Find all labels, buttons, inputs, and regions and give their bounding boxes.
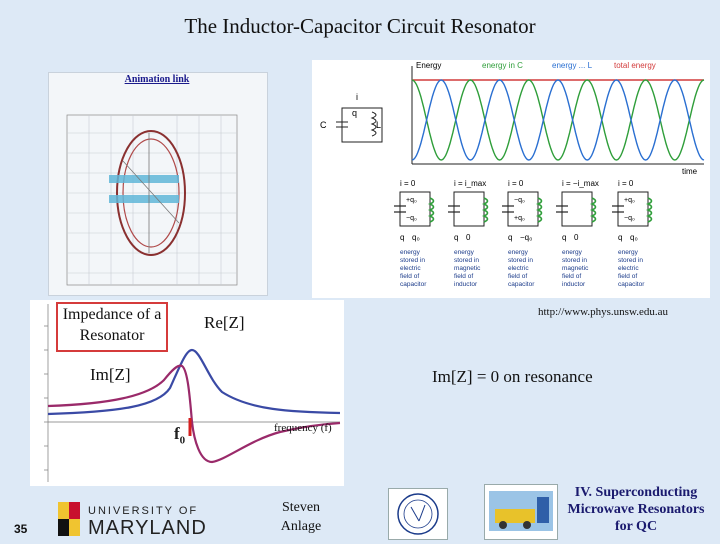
state-energy-text: inductor (454, 281, 478, 288)
state-energy-text: field of (454, 273, 473, 280)
re-z-curve (47, 348, 341, 416)
svg-text:UNIVERSITY OF: UNIVERSITY OF (88, 505, 198, 517)
impedance-plot (44, 304, 341, 482)
state-current-label: i = i_max (454, 179, 486, 188)
state-energy-text: field of (618, 273, 637, 280)
state-energy-text: energy (400, 249, 421, 256)
state-energy-text: capacitor (618, 281, 645, 288)
state-circuit (617, 191, 649, 227)
lc-energy-diagram: i C L q Energy energy in C energy ... L … (320, 61, 705, 288)
state-circuit (453, 191, 485, 227)
state-current-label: i = −i_max (562, 179, 599, 188)
state-q-label: q (454, 233, 458, 242)
legend-energy-l: energy ... L (552, 61, 593, 70)
state-energy-text: energy (508, 249, 529, 256)
state-energy-text: field of (562, 273, 581, 280)
impedance-box-label: Impedance of a Resonator (56, 302, 168, 352)
state-circuit (561, 191, 593, 227)
state-q-value: 0 (574, 233, 579, 242)
legend-total: total energy (614, 61, 656, 70)
state-inductor (427, 197, 435, 223)
state-q-value: 0 (466, 233, 471, 242)
source-url[interactable]: http://www.phys.unsw.edu.au (538, 306, 668, 318)
energy-axis-label: Energy (416, 61, 441, 70)
state-charge-top: +q₀ (624, 197, 635, 204)
time-axis-label: time (682, 167, 698, 176)
legend-energy-c: energy in C (482, 61, 523, 70)
field-lines-illustration (66, 114, 238, 286)
circuit-q-label: q (352, 108, 357, 118)
umd-logo: UNIVERSITY OF MARYLAND (58, 500, 230, 539)
state-q-label: q (562, 233, 566, 242)
circuit-l-label: L (376, 120, 381, 130)
state-energy-text: electric (508, 265, 529, 272)
animation-panel (48, 72, 268, 296)
f0-label: f0 (174, 424, 186, 447)
state-energy-text: magnetic (454, 265, 481, 272)
state-charge-bottom: −q₀ (624, 215, 635, 222)
state-energy-text: energy (454, 249, 475, 256)
state-energy-text: stored in (508, 257, 533, 264)
state-energy-text: stored in (618, 257, 643, 264)
state-energy-text: energy (562, 249, 583, 256)
state-energy-text: energy (618, 249, 639, 256)
im-z-label: Im[Z] (90, 365, 131, 384)
state-energy-text: capacitor (400, 281, 427, 288)
state-energy-text: stored in (562, 257, 587, 264)
state-q-value: −q₀ (520, 233, 532, 242)
state-circuit (507, 191, 539, 227)
circuit-c-label: C (320, 120, 327, 130)
svg-text:MARYLAND: MARYLAND (88, 517, 207, 538)
slide-title: The Inductor-Capacitor Circuit Resonator (184, 14, 536, 38)
lc-circuit-icon (336, 107, 383, 143)
state-energy-text: stored in (454, 257, 479, 264)
page-number: 35 (14, 522, 28, 536)
state-inductor (535, 197, 543, 223)
resonance-note: Im[Z] = 0 on resonance (432, 367, 593, 386)
state-circuit (399, 191, 431, 227)
state-q-label: q (618, 233, 622, 242)
author-name: Steven Anlage (280, 500, 322, 534)
circuit-i-label: i (356, 92, 358, 102)
state-q-label: q (400, 233, 404, 242)
cover-image (484, 484, 558, 540)
state-charge-bottom: −q₀ (406, 215, 417, 222)
im-z-curve (47, 364, 341, 464)
energy-c-curve (411, 79, 705, 161)
re-z-label: Re[Z] (204, 313, 245, 332)
state-energy-text: field of (508, 273, 527, 280)
state-energy-text: capacitor (508, 281, 535, 288)
state-energy-text: stored in (400, 257, 425, 264)
state-charge-top: −q₀ (514, 197, 525, 204)
frequency-label: frequency (f) (274, 422, 332, 434)
animation-link[interactable]: Animation link (124, 74, 190, 85)
state-energy-text: electric (400, 265, 421, 272)
energy-l-curve (411, 79, 705, 161)
state-inductor (481, 197, 489, 223)
state-inductor (645, 197, 653, 223)
state-q-value: q₀ (412, 233, 420, 242)
state-energy-text: inductor (562, 281, 586, 288)
state-current-label: i = 0 (400, 179, 416, 188)
state-energy-text: electric (618, 265, 639, 272)
section-title: IV. Superconducting Microwave Resonators… (567, 485, 705, 534)
state-current-label: i = 0 (508, 179, 524, 188)
state-inductor (589, 197, 597, 223)
state-charge-bottom: +q₀ (514, 215, 525, 222)
state-energy-text: magnetic (562, 265, 589, 272)
state-energy-text: field of (400, 273, 419, 280)
seal-logo (388, 488, 448, 540)
state-q-label: q (508, 233, 512, 242)
state-charge-top: +q₀ (406, 197, 417, 204)
state-current-label: i = 0 (618, 179, 634, 188)
state-q-value: q₀ (630, 233, 638, 242)
lc-energy-panel: i C L q Energy energy in C energy ... L … (312, 60, 710, 298)
